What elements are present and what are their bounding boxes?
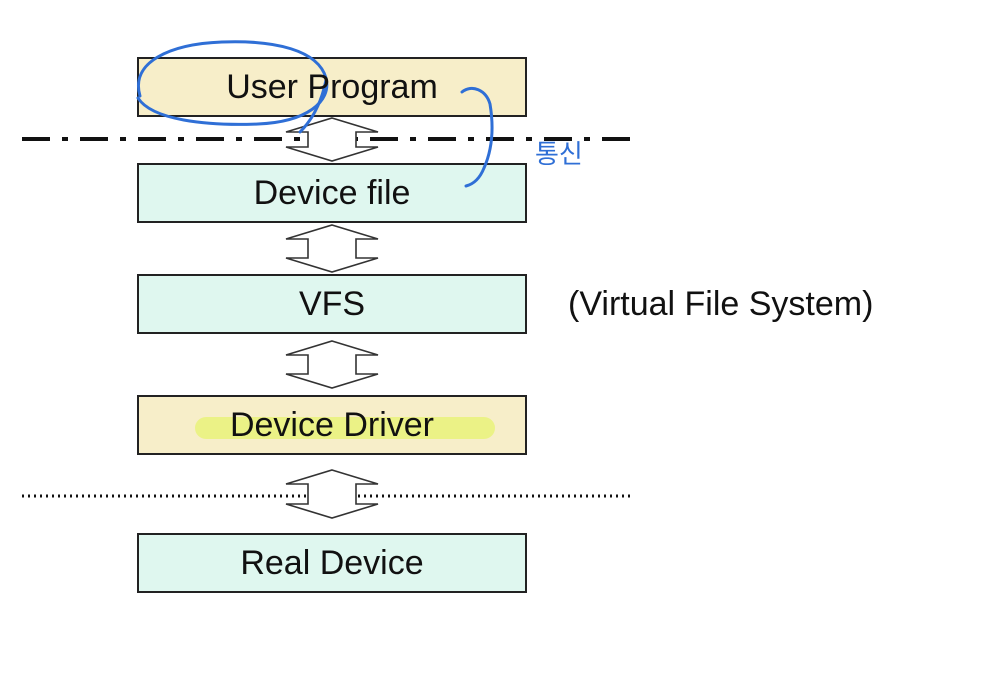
double-arrow-4 — [285, 469, 379, 519]
layer-box-user-program: User Program — [137, 57, 527, 117]
layer-box-device-file: Device file — [137, 163, 527, 223]
layer-label-device-file: Device file — [253, 173, 411, 212]
pen-circle-mark — [136, 40, 329, 126]
layer-label-vfs: VFS — [298, 284, 366, 323]
layer-box-real-device: Real Device — [137, 533, 527, 593]
layer-box-device-driver: Device Driver — [137, 395, 527, 455]
double-arrow-3 — [285, 340, 379, 389]
handwritten-note: 통신 — [535, 140, 583, 170]
layer-label-device-driver: Device Driver — [229, 405, 435, 444]
pen-tail-mark — [298, 78, 328, 134]
highlighter-mark — [195, 417, 495, 439]
double-arrow-2 — [285, 224, 379, 273]
layer-box-vfs: VFS — [137, 274, 527, 334]
pen-bracket-mark — [460, 87, 494, 188]
vfs-note: (Virtual File System) — [568, 285, 874, 323]
layer-label-user-program: User Program — [226, 67, 438, 106]
layer-label-real-device: Real Device — [240, 543, 424, 582]
